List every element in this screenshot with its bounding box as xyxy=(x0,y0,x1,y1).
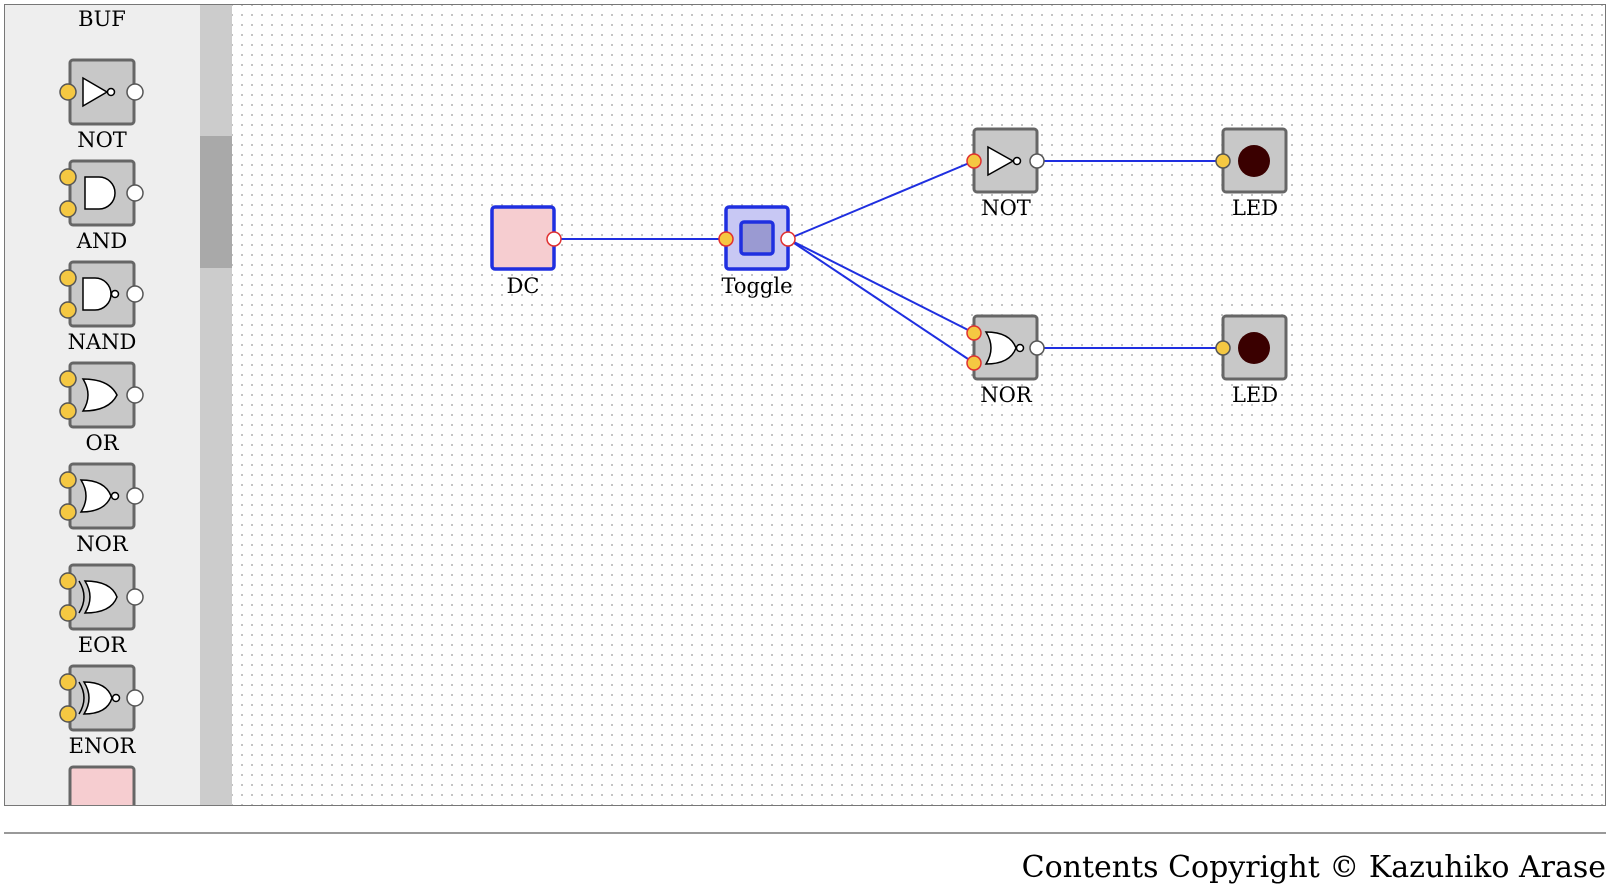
footer-divider xyxy=(4,832,1606,834)
palette-item-nor[interactable]: NOR xyxy=(57,460,147,564)
circuit-diagram: DC Toggle NOT NOR LED LED xyxy=(490,127,1288,407)
enor-gate-icon xyxy=(59,664,144,732)
dc-source-icon xyxy=(68,765,136,805)
palette-item-buf[interactable]: BUF xyxy=(57,5,147,39)
toggle-input-pin xyxy=(718,231,734,247)
palette-label: EOR xyxy=(77,633,127,657)
nor-output-pin xyxy=(1029,340,1045,356)
not-label: NOT xyxy=(981,196,1031,220)
palette-label: NAND xyxy=(67,330,137,354)
wire-toggle-not xyxy=(787,160,975,240)
component-palette: BUF NOT AND xyxy=(5,5,200,805)
toggle-button xyxy=(739,220,775,256)
palette-item-and[interactable]: AND xyxy=(57,157,147,261)
not-output-pin xyxy=(1029,153,1045,169)
wire-toggle-nor-a xyxy=(787,238,975,334)
wire-toggle-nor-b xyxy=(787,238,975,364)
dc-source[interactable] xyxy=(490,205,562,271)
palette-label: NOT xyxy=(77,128,127,152)
dc-label: DC xyxy=(507,274,540,298)
palette-item-not[interactable]: NOT xyxy=(57,56,147,160)
toggle-label: Toggle xyxy=(721,274,792,298)
nor-input-pin-b xyxy=(966,355,982,371)
nor-gate-icon xyxy=(59,462,144,530)
palette-label: OR xyxy=(85,431,119,455)
palette-label: ENOR xyxy=(68,734,136,758)
led-label: LED xyxy=(1232,196,1278,220)
palette-item-eor[interactable]: EOR xyxy=(57,561,147,665)
not-gate-icon xyxy=(59,58,144,126)
or-gate-icon xyxy=(59,361,144,429)
palette-item-enor[interactable]: ENOR xyxy=(57,662,147,766)
led-lamp-icon xyxy=(1238,145,1270,177)
led-label: LED xyxy=(1232,383,1278,407)
palette-label: BUF xyxy=(78,7,126,31)
circuit-canvas[interactable]: DC Toggle NOT NOR LED LED xyxy=(232,5,1605,805)
palette-scrollbar[interactable] xyxy=(200,5,232,805)
led-1[interactable] xyxy=(1215,127,1288,194)
toggle-output-pin xyxy=(780,231,796,247)
palette-item-nand[interactable]: NAND xyxy=(57,258,147,362)
not-input-pin xyxy=(966,153,982,169)
led-input-pin xyxy=(1215,153,1231,169)
not-gate[interactable] xyxy=(966,127,1045,194)
led-input-pin xyxy=(1215,340,1231,356)
dc-output-pin xyxy=(546,231,562,247)
and-gate-icon xyxy=(59,159,144,227)
simulator-frame: BUF NOT AND xyxy=(4,4,1606,806)
eor-gate-icon xyxy=(59,563,144,631)
led-lamp-icon xyxy=(1238,332,1270,364)
led-2[interactable] xyxy=(1215,314,1288,381)
copyright-text: Contents Copyright © Kazuhiko Arase xyxy=(1021,850,1606,885)
nor-gate[interactable] xyxy=(966,314,1045,381)
scrollbar-thumb[interactable] xyxy=(200,136,232,268)
nor-input-pin-a xyxy=(966,325,982,341)
toggle-switch[interactable] xyxy=(718,205,796,271)
nor-label: NOR xyxy=(980,383,1033,407)
nand-gate-icon xyxy=(59,260,144,328)
palette-item-or[interactable]: OR xyxy=(57,359,147,463)
palette-label: NOR xyxy=(76,532,128,556)
palette-label: AND xyxy=(76,229,128,253)
palette-item-dc[interactable] xyxy=(57,763,147,805)
